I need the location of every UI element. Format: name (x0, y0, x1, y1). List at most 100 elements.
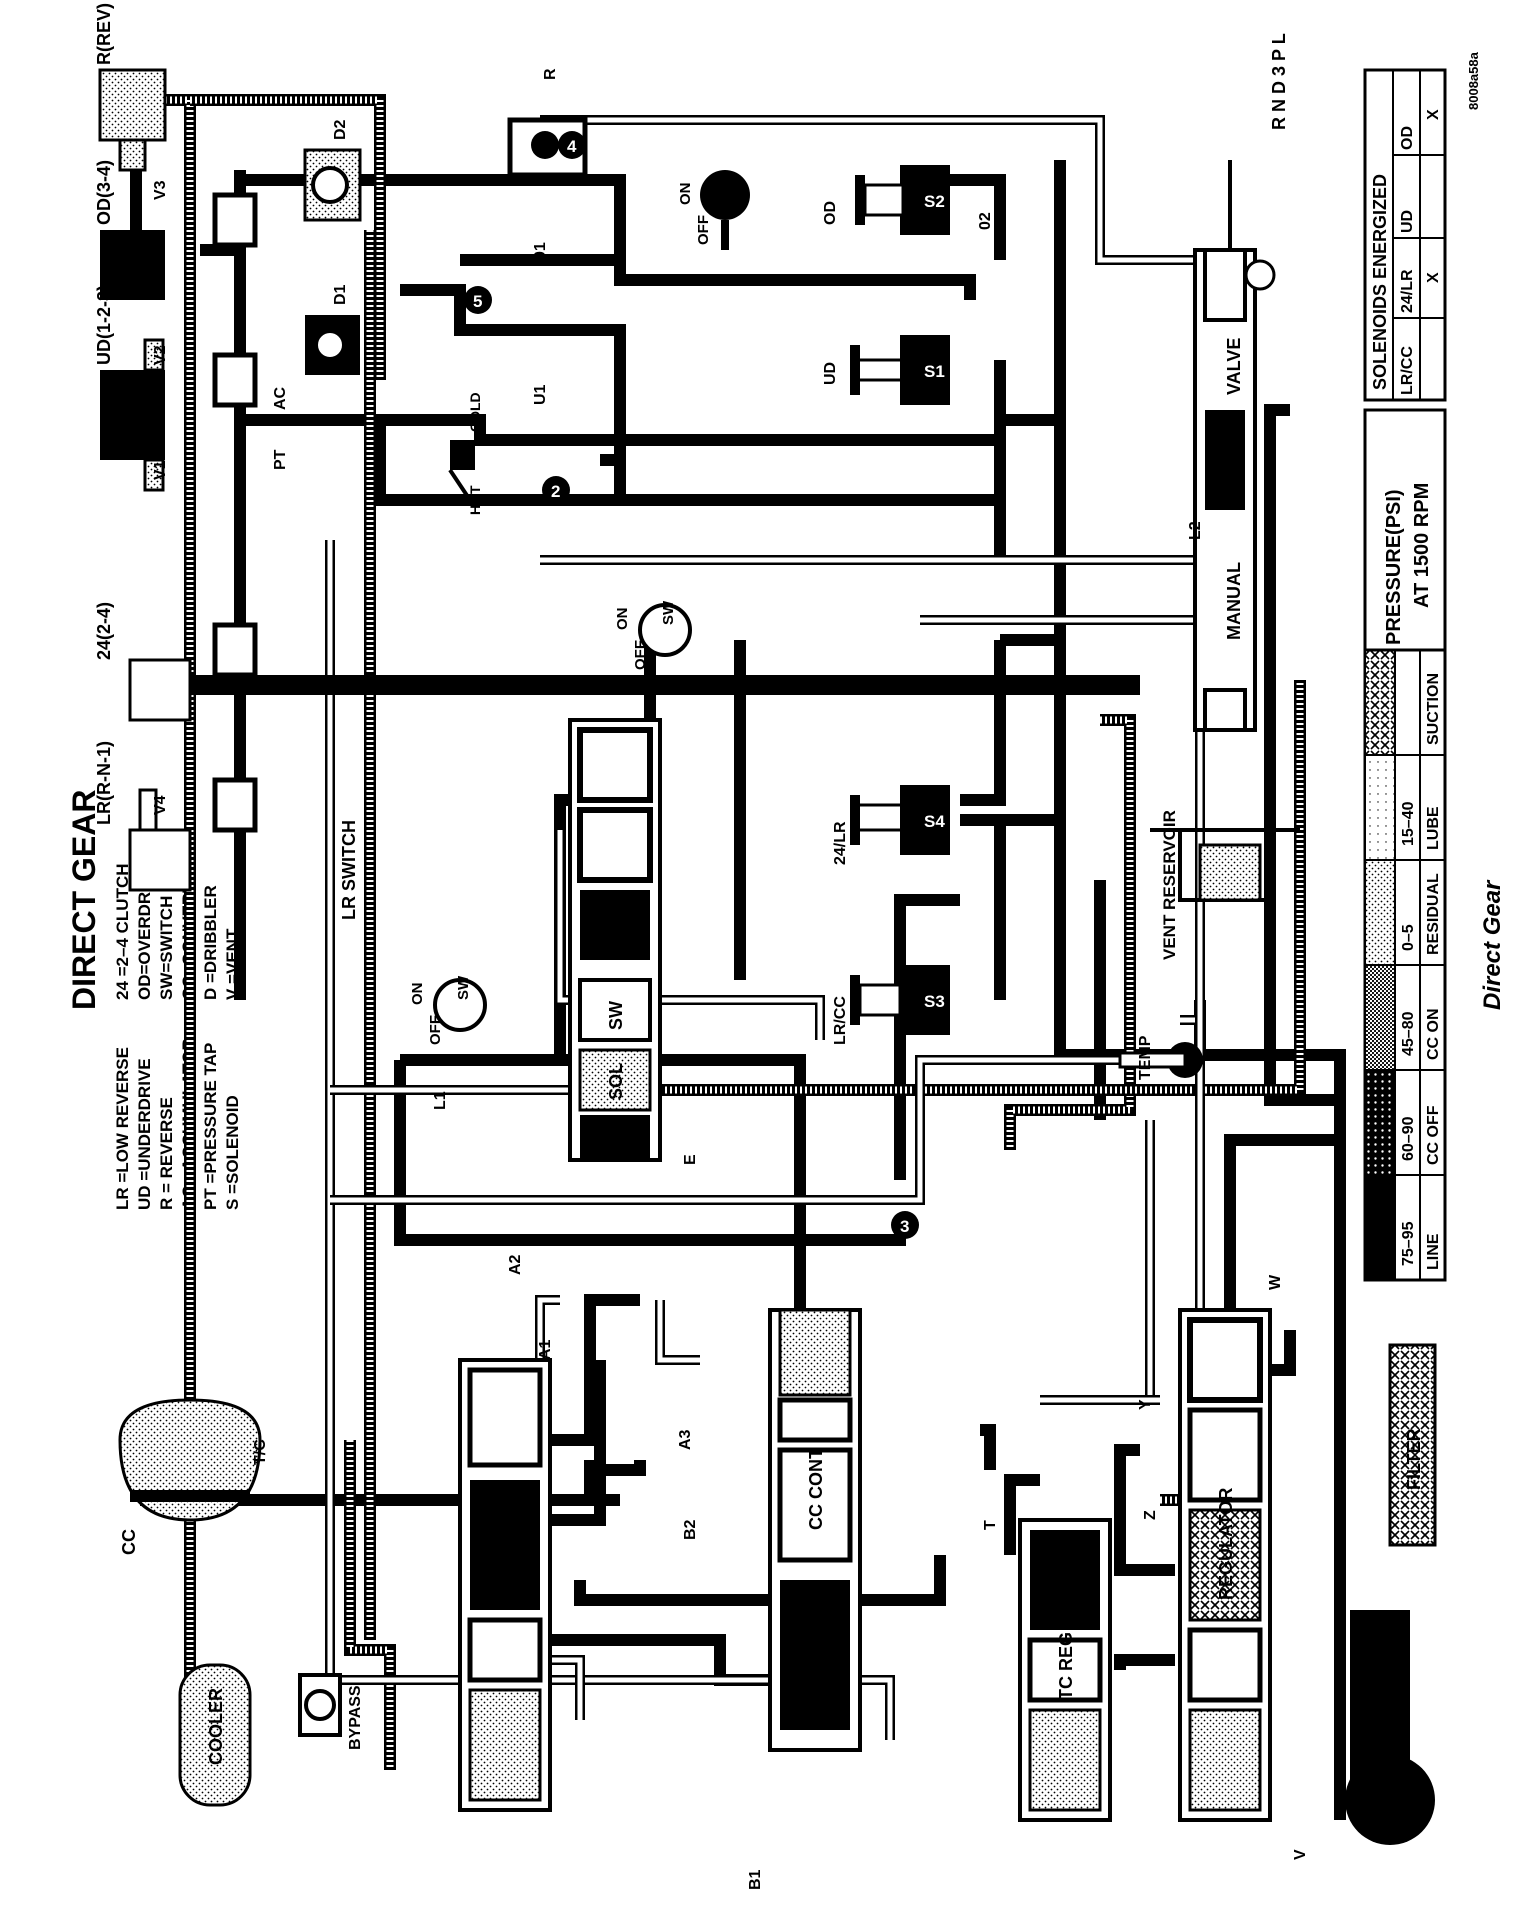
passage-label: PT (272, 449, 289, 470)
label-cold: COLD (467, 392, 483, 432)
pressure-swatch (1364, 1069, 1396, 1176)
accumulators (212, 192, 258, 833)
passage-label: A2 (507, 1254, 524, 1275)
pressure-label: CC ON (1425, 1008, 1442, 1060)
passage-label: E (682, 1154, 699, 1165)
tc-reg-valve (1018, 1518, 1112, 1822)
residual-circuits (190, 115, 1240, 1740)
passage-label: A1 (537, 1339, 554, 1360)
svg-text:3: 3 (900, 1217, 909, 1236)
solenoid-col-header: LR/CC (1399, 346, 1416, 395)
label-valve: VALVE (1224, 338, 1244, 395)
legend-right-entry: D =DRIBBLER (201, 885, 220, 1000)
sol-sw-valve (568, 718, 662, 1162)
pressure-label: RESIDUAL (1425, 873, 1442, 955)
legend-right-entry: 24 =2–4 CLUTCH (113, 863, 132, 1000)
legend-right-entry: SW=SWITCH (157, 896, 176, 1000)
clutch-od (100, 170, 165, 300)
label-solenoid-24lr: 24/LR (832, 821, 849, 865)
label-sol-sw-valve-valve: VALVE (606, 893, 626, 950)
label-bypass: BYPASS (347, 1685, 364, 1750)
label-vent-reservoir: VENT RESERVOIR (1160, 810, 1179, 960)
passage-label: K (542, 683, 559, 695)
legend-left-entry: S =SOLENOID (223, 1095, 242, 1210)
clutch-24 (128, 658, 192, 722)
clutch-ud (100, 338, 165, 492)
svg-text:4: 4 (567, 137, 577, 156)
pump (1345, 1610, 1435, 1845)
passage-label: V (1292, 1849, 1309, 1860)
dribbler-d1 (305, 315, 360, 375)
pressure-label: CC OFF (1425, 1105, 1442, 1165)
label-tc-reg: TC REG (1056, 1632, 1076, 1700)
clutch-lr (128, 788, 192, 892)
switch-sw-label: SW (723, 175, 740, 200)
pressure-swatch (1364, 859, 1396, 966)
solenoid-table-header: SOLENOIDS ENERGIZED (1370, 174, 1390, 390)
label-solenoid-lrcc: LR/CC (832, 996, 849, 1045)
passage-label: V2 (152, 345, 169, 365)
label-sol-sw-valve-sol: SOL (606, 1063, 626, 1100)
passage-label: B1 (747, 1869, 764, 1890)
label-shift-positions: R N D 3 P L (1269, 33, 1289, 130)
line-pressure-circuits (140, 160, 1346, 1820)
pressure-range: 0–5 (1400, 924, 1417, 951)
label-solenoid-od: OD (822, 201, 839, 225)
svg-text:S3: S3 (924, 992, 945, 1011)
figure-id: 8008a58a (1466, 51, 1481, 110)
label-cc-cont: CC CONT (806, 1448, 826, 1530)
pressure-switch-od (700, 170, 750, 250)
label-clutch-lr: LR(R-N-1) (94, 741, 114, 825)
pressure-range: 75–95 (1400, 1221, 1417, 1266)
diagram-title: DIRECT GEAR (66, 790, 102, 1010)
legend-left-entry: PT =PRESSURE TAP (201, 1043, 220, 1210)
label-manual-valve: MANUAL (1224, 562, 1244, 640)
label-cooler: COOLER (206, 1688, 226, 1765)
switch-on-label: ON (677, 183, 694, 206)
label-clutch-24: 24(2-4) (94, 602, 114, 660)
passage-label: 01 (532, 242, 549, 260)
pressure-range: 60–90 (1400, 1116, 1417, 1161)
pressure-swatch (1364, 754, 1396, 861)
svg-text:S1: S1 (924, 362, 945, 381)
pressure-label: LINE (1425, 1233, 1442, 1270)
pressure-label: SUCTION (1425, 673, 1442, 745)
pressure-switch-24 (638, 603, 692, 657)
pressure-header-line1: PRESSURE(PSI) (1383, 489, 1405, 645)
passage-label: V4 (152, 795, 169, 815)
switch-off-label: OFF (632, 640, 649, 670)
cooler (178, 1663, 252, 1807)
label-cc: CC (119, 1529, 139, 1555)
label-clutch-rev: R(REV) (94, 3, 114, 65)
switch-off-label: OFF (427, 1015, 444, 1045)
pressure-range: 15–40 (1400, 801, 1417, 846)
solenoid-cell: X (1425, 109, 1442, 120)
switch-sw-label: SW (660, 600, 677, 625)
vent-reservoir (1150, 828, 1300, 902)
passage-label: V1 (152, 460, 169, 480)
pressure-header-line2: AT 1500 RPM (1411, 483, 1433, 608)
pressure-swatch (1364, 1174, 1396, 1281)
legend-right-entry: OD=OVERDRIVE (135, 864, 154, 1000)
svg-text:S4: S4 (924, 812, 945, 831)
passage-label: D1 (332, 284, 349, 305)
temp-sensor (1118, 1042, 1203, 1078)
thermal-valve (448, 440, 475, 502)
label-regulator: REGULATOR (1216, 1488, 1236, 1600)
label-clutch-ud: UD(1-2-3) (94, 285, 114, 365)
cc-switch-valve (458, 1358, 552, 1812)
label-filter: FILTER (1404, 1428, 1424, 1490)
passage-label: AC (272, 386, 289, 410)
svg-text:S2: S2 (924, 192, 945, 211)
switch-on-label: ON (614, 608, 631, 631)
passage-label: 02 (977, 212, 994, 230)
label-pump: PUMP (1379, 1628, 1399, 1680)
solenoid-col-header: UD (1399, 210, 1416, 233)
label-clutch-od: OD(3-4) (94, 160, 114, 225)
passage-label: L2 (1187, 521, 1204, 540)
passage-label: D2 (332, 119, 349, 140)
passage-label: A3 (677, 1429, 694, 1450)
